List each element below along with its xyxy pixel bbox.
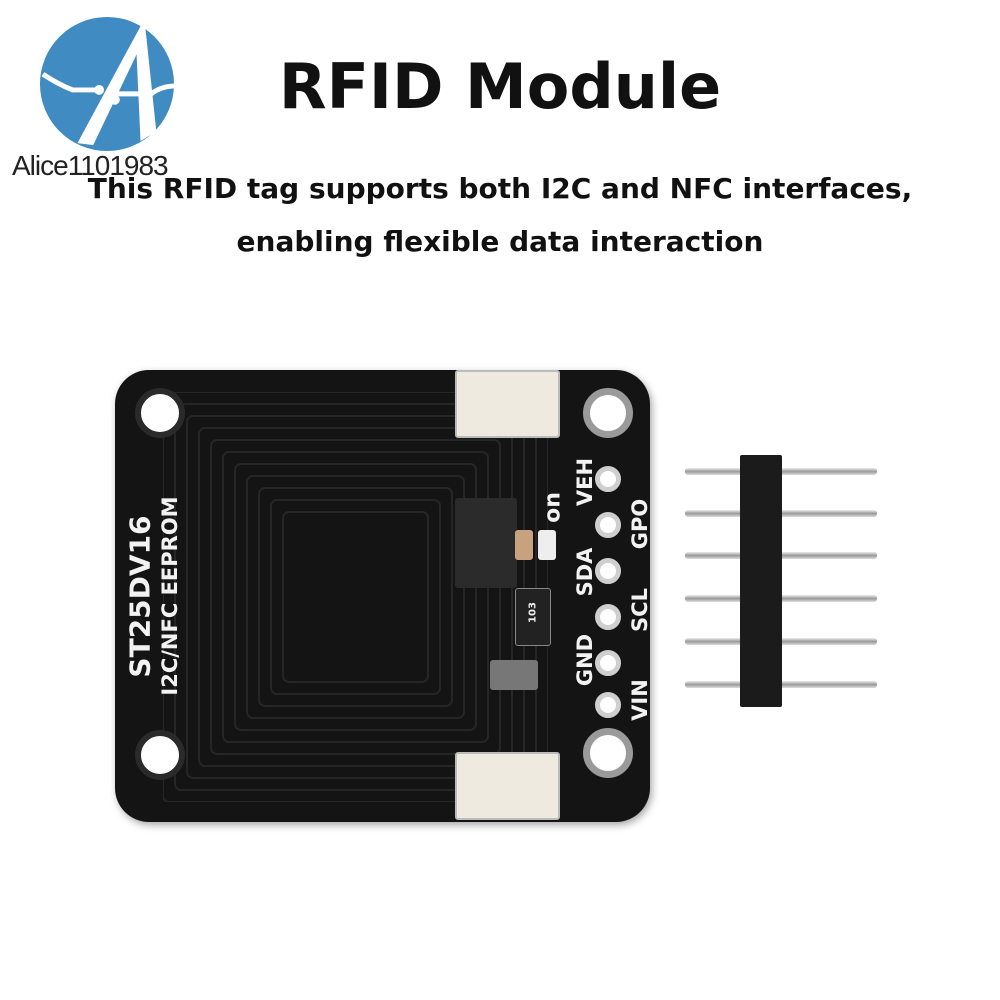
eeprom-chip bbox=[455, 498, 517, 588]
subtitle-line-2: enabling flexible data interaction bbox=[236, 225, 764, 258]
subtitle-line-1: This RFID tag supports both I2C and NFC … bbox=[87, 172, 913, 205]
mounting-hole bbox=[583, 388, 633, 438]
pin-pad-scl bbox=[595, 604, 621, 630]
led-label: on bbox=[540, 492, 566, 523]
resistor-array: 103 bbox=[515, 588, 551, 646]
pin-label-gpo: GPO bbox=[628, 498, 652, 550]
mounting-hole bbox=[135, 730, 185, 780]
pin-label-scl: SCL bbox=[628, 588, 652, 632]
regulator bbox=[490, 660, 538, 690]
power-led bbox=[538, 530, 556, 560]
qwiic-connector-top bbox=[455, 370, 560, 438]
qwiic-connector-bottom bbox=[455, 752, 560, 820]
pin-label-vin: VIN bbox=[628, 679, 652, 721]
nfc-antenna-coil bbox=[163, 392, 548, 802]
rfid-board: ST25DV16 I2C/NFC EEPROM 103 on VEH GPO S… bbox=[115, 370, 652, 822]
mounting-hole bbox=[135, 388, 185, 438]
pin-label-veh: VEH bbox=[573, 457, 597, 507]
pin-pad-veh bbox=[595, 466, 621, 492]
pin-label-sda: SDA bbox=[573, 547, 597, 597]
pin-pad-gpo bbox=[595, 512, 621, 538]
mounting-hole bbox=[583, 728, 633, 778]
capacitor bbox=[515, 530, 533, 560]
header-body bbox=[740, 455, 782, 707]
page-title: RFID Module bbox=[278, 50, 722, 123]
resistor-code: 103 bbox=[527, 602, 539, 623]
brand-logo bbox=[39, 16, 176, 152]
description-label: I2C/NFC EEPROM bbox=[158, 496, 182, 696]
pin-pad-sda bbox=[595, 558, 621, 584]
pin-label-gnd: GND bbox=[573, 633, 597, 687]
chip-name-label: ST25DV16 bbox=[123, 515, 157, 678]
pin-header bbox=[685, 455, 885, 707]
watermark-text: Alice1101983 bbox=[12, 150, 169, 181]
pin-pad-vin bbox=[595, 692, 621, 718]
pin-pad-gnd bbox=[595, 650, 621, 676]
